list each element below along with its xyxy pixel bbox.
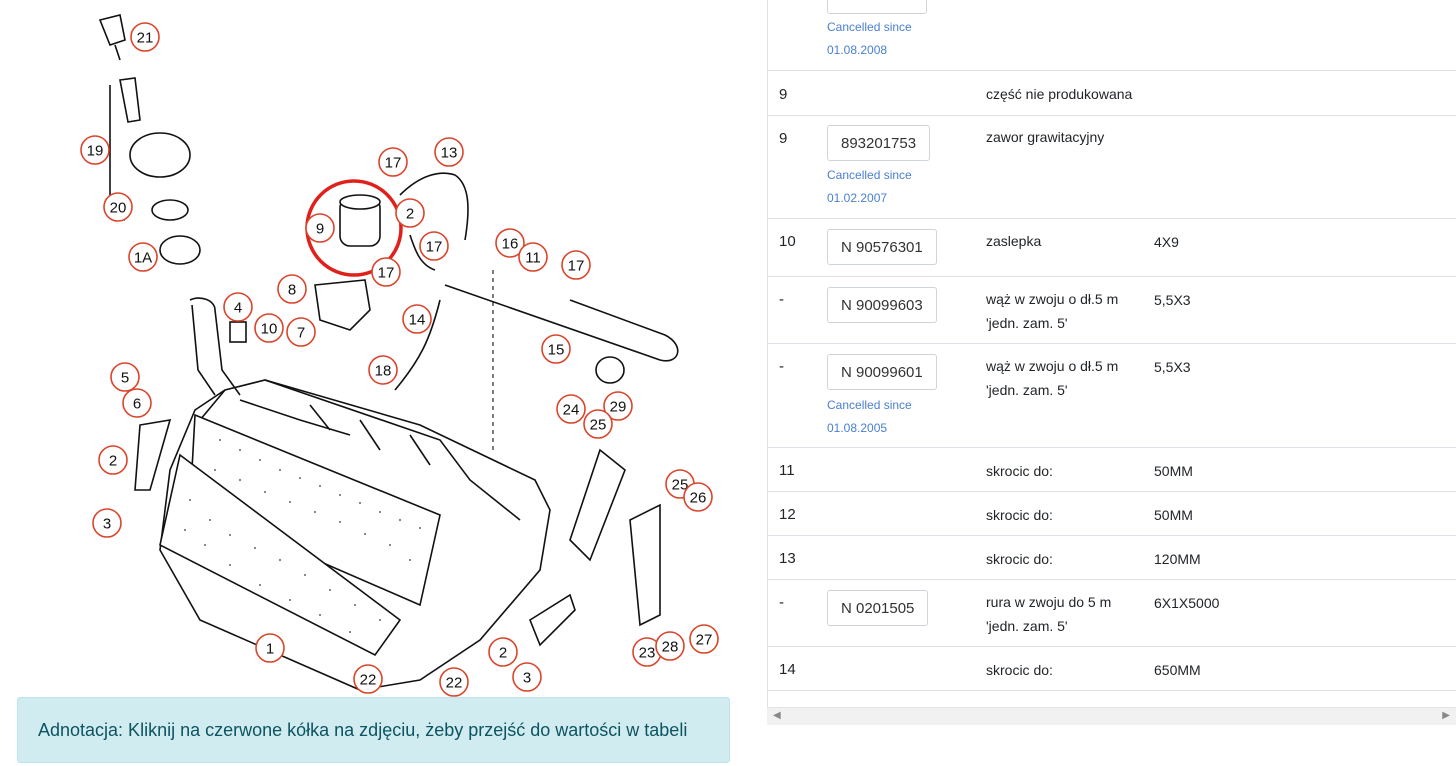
table-row: 13 skrocic do: 120MM — [768, 536, 1456, 580]
table-row: 14 skrocic do: 650MM — [768, 647, 1456, 691]
callout-21[interactable]: 21 — [130, 22, 160, 52]
cancelled-label: Cancelled since — [827, 20, 912, 34]
cancelled-date: 01.08.2005 — [827, 421, 888, 435]
callout-18[interactable]: 18 — [368, 355, 398, 385]
cancelled-label: Cancelled since — [827, 168, 912, 182]
row-description-note: 'jedn. zam. 5' — [986, 315, 1068, 331]
row-description: skrocic do: — [986, 507, 1053, 523]
row-number: - — [779, 594, 784, 611]
row-number: 12 — [779, 506, 796, 523]
callout-13[interactable]: 13 — [434, 137, 464, 167]
row-description: skrocic do: — [986, 551, 1053, 567]
row-size: 650MM — [1154, 662, 1201, 678]
callout-17[interactable]: 17 — [419, 231, 449, 261]
callout-27[interactable]: 27 — [689, 624, 719, 654]
scroll-right-icon[interactable]: ▶ — [1442, 710, 1450, 721]
cancelled-date: 01.08.2008 — [827, 43, 888, 57]
callout-7[interactable]: 7 — [286, 317, 316, 347]
part-number-button[interactable]: 893201753 — [827, 125, 931, 161]
callout-9[interactable]: 9 — [305, 213, 335, 243]
part-number-button[interactable]: N 90576301 — [827, 229, 937, 265]
row-description: skrocic do: — [986, 662, 1053, 678]
callout-26[interactable]: 26 — [683, 482, 713, 512]
callout-6[interactable]: 6 — [122, 388, 152, 418]
row-size: 50MM — [1154, 463, 1193, 479]
row-description: zaslepka — [986, 233, 1042, 249]
callout-1[interactable]: 1 — [255, 633, 285, 663]
parts-table: Cancelled since 01.08.2008 9 część nie p… — [767, 0, 1456, 725]
cancelled-label: Cancelled since — [827, 398, 912, 412]
part-number-button[interactable]: N 90099601 — [827, 354, 937, 390]
callout-11[interactable]: 11 — [518, 242, 548, 272]
callout-28[interactable]: 28 — [655, 631, 685, 661]
horizontal-scrollbar[interactable]: ◀ ▶ — [767, 707, 1456, 725]
callout-8[interactable]: 8 — [277, 274, 307, 304]
row-description: część nie produkowana — [986, 86, 1133, 102]
table-row: 9 część nie produkowana — [768, 71, 1456, 116]
callout-25[interactable]: 25 — [583, 409, 613, 439]
table-row: 9 893201753 Cancelled since 01.02.2007 z… — [768, 116, 1456, 219]
part-number-button[interactable] — [827, 0, 927, 14]
row-number: - — [779, 291, 784, 308]
callout-10[interactable]: 10 — [254, 313, 284, 343]
callout-22[interactable]: 22 — [353, 664, 383, 694]
row-description: wąż w zwoju o dł.5 m — [986, 291, 1119, 307]
callout-3[interactable]: 3 — [92, 508, 122, 538]
callout-20[interactable]: 20 — [103, 192, 133, 222]
annotation-alert: Adnotacja: Kliknij na czerwone kółka na … — [17, 697, 730, 763]
callout-5[interactable]: 5 — [110, 362, 140, 392]
row-description-note: 'jedn. zam. 5' — [986, 382, 1068, 398]
row-description: zawor grawitacyjny — [986, 129, 1105, 145]
row-number: 10 — [779, 233, 796, 250]
table-row: - N 90099603 wąż w zwoju o dł.5 m 'jedn.… — [768, 277, 1456, 344]
row-number: 9 — [779, 130, 788, 147]
row-size: 6X1X5000 — [1154, 595, 1220, 611]
table-row: - N 0201505 rura w zwoju do 5 m 'jedn. z… — [768, 580, 1456, 647]
table-row: Cancelled since 01.08.2008 — [768, 0, 1456, 71]
callout-19[interactable]: 19 — [80, 135, 110, 165]
table-row: - N 90099601 Cancelled since 01.08.2005 … — [768, 344, 1456, 448]
row-description: wąż w zwoju o dł.5 m — [986, 358, 1119, 374]
row-number: 11 — [779, 462, 795, 479]
table-row: 12 skrocic do: 50MM — [768, 492, 1456, 536]
callout-2[interactable]: 2 — [488, 637, 518, 667]
row-number: 14 — [779, 661, 796, 678]
scroll-left-icon[interactable]: ◀ — [773, 710, 781, 721]
callout-24[interactable]: 24 — [556, 394, 586, 424]
callout-3[interactable]: 3 — [512, 662, 542, 692]
callout-14[interactable]: 14 — [402, 304, 432, 334]
callout-1A[interactable]: 1A — [128, 242, 158, 272]
row-size: 120MM — [1154, 551, 1201, 567]
table-row: 11 skrocic do: 50MM — [768, 448, 1456, 492]
row-size: 4X9 — [1154, 234, 1179, 250]
row-size: 50MM — [1154, 507, 1193, 523]
row-description-note: 'jedn. zam. 5' — [986, 618, 1068, 634]
part-number-button[interactable]: N 0201505 — [827, 590, 929, 626]
row-number: 9 — [779, 86, 788, 103]
row-size: 5,5X3 — [1154, 292, 1191, 308]
callout-22[interactable]: 22 — [439, 667, 469, 697]
row-number: 13 — [779, 550, 796, 567]
callout-17[interactable]: 17 — [561, 250, 591, 280]
row-number: - — [779, 358, 784, 375]
table-row: 10 N 90576301 zaslepka 4X9 — [768, 219, 1456, 277]
callout-15[interactable]: 15 — [541, 334, 571, 364]
row-size: 5,5X3 — [1154, 359, 1191, 375]
row-description: rura w zwoju do 5 m — [986, 594, 1112, 610]
part-number-button[interactable]: N 90099603 — [827, 287, 937, 323]
row-description: skrocic do: — [986, 463, 1053, 479]
callout-4[interactable]: 4 — [223, 292, 253, 322]
callout-2[interactable]: 2 — [98, 445, 128, 475]
annotation-text: Adnotacja: Kliknij na czerwone kółka na … — [38, 719, 688, 740]
callout-17[interactable]: 17 — [378, 147, 408, 177]
callout-17[interactable]: 17 — [371, 257, 401, 287]
callout-2[interactable]: 2 — [395, 198, 425, 228]
fuel-tank-drawing — [98, 14, 679, 691]
cancelled-date: 01.02.2007 — [827, 191, 888, 205]
